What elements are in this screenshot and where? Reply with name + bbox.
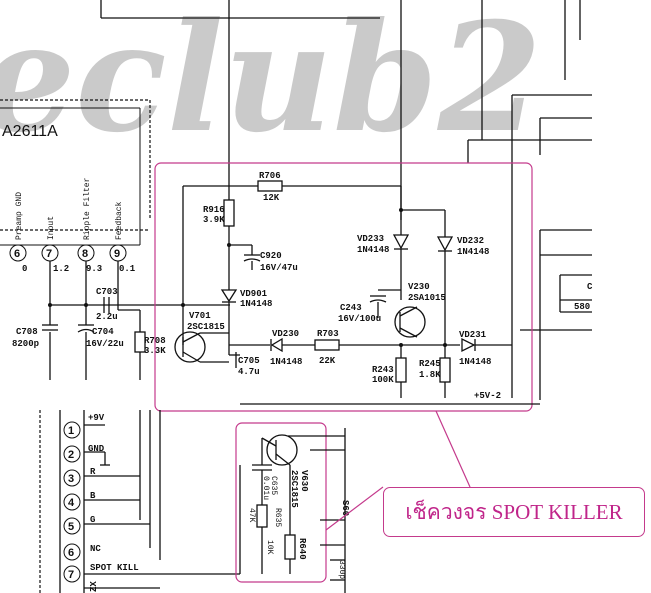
watermark: eclub2	[0, 0, 542, 166]
callout-leader	[435, 410, 471, 488]
connector-pins: 1 2 GND 3 R 4 B 5 G 6 NC 7 SPOT KILL ZX	[63, 421, 139, 592]
supply-label: +5V-2	[474, 391, 501, 401]
vd232-ref: VD232	[457, 236, 484, 246]
r703-ref: R703	[317, 329, 339, 339]
r245-value: 1.8K	[419, 370, 441, 380]
callout-box: เช็ควงจร SPOT KILLER	[383, 487, 645, 537]
ic-pins: 6 0 Preamp GND 7 1.2 Input 8 9.3 Ripple …	[9, 177, 136, 274]
c708-ref: C708	[16, 327, 38, 337]
c708-value: 8200p	[12, 339, 39, 349]
c704-ref: C704	[92, 327, 114, 337]
r706-value: 12K	[263, 193, 280, 203]
connector-pin-7-num: 7	[68, 569, 74, 581]
connector-block	[39, 410, 240, 593]
c920-value: 16V/47u	[260, 263, 298, 273]
v701-ref: V701	[189, 311, 211, 321]
c330-label: 330p	[337, 560, 346, 579]
vd231-ref: VD231	[459, 330, 487, 340]
connector-pin-5-num: 5	[68, 521, 74, 533]
connector-pin-1-num: 1	[68, 425, 74, 437]
connector-pin-6-num: 6	[68, 547, 74, 559]
connector-pin-3-label: R	[90, 467, 96, 477]
r245-ref: R245	[419, 359, 441, 369]
c703-value: 2.2u	[96, 312, 118, 322]
ic-title: A2611A	[2, 123, 58, 140]
ic-pin-wires	[42, 261, 230, 380]
ic-pin-8-label: Ripple Filter	[83, 177, 92, 240]
ic-pin-8-voltage: 9.3	[86, 264, 102, 274]
vd901-value: 1N4148	[240, 299, 272, 309]
vd233-ref: VD233	[357, 234, 384, 244]
connector-top-label: +9V	[88, 413, 105, 423]
ic-pin-8-num: 8	[82, 248, 88, 260]
connector-pin-8-label: ZX	[89, 581, 99, 592]
r916-value: 3.9K	[203, 215, 225, 225]
r243-ref: R243	[372, 365, 394, 375]
highlight-main	[154, 162, 533, 412]
ic-pin-7-voltage: 1.2	[53, 264, 69, 274]
c703-ref: C703	[96, 287, 118, 297]
connector-pin-4-label: B	[90, 491, 96, 501]
c920-ref: C920	[260, 251, 282, 261]
extra-47k-label: 47K	[247, 508, 256, 523]
ic-pin-6-num: 6	[14, 248, 20, 260]
r703-value: 22K	[319, 356, 336, 366]
vd901-ref: VD901	[240, 289, 268, 299]
spot-killer-circuit	[239, 428, 346, 593]
r916-ref: R916	[203, 205, 225, 215]
ic-pin-9-voltage: 0.1	[119, 264, 136, 274]
callout-leader-lower	[325, 486, 384, 531]
ic-pin-9-label: Feedback	[115, 201, 124, 240]
c243-ref: C243	[340, 303, 362, 313]
c705-ref: C705	[238, 356, 260, 366]
right-580-label: 580	[574, 302, 590, 312]
ic-pin-6-voltage: 0	[22, 264, 27, 274]
s60-label: S60	[340, 500, 350, 516]
v230-value: 2SA1015	[408, 293, 446, 303]
ic-pin-9-num: 9	[114, 248, 120, 260]
v230-ref: V230	[408, 282, 430, 292]
r706-ref: R706	[259, 171, 281, 181]
ic-pin-7-num: 7	[46, 248, 52, 260]
vd230-value: 1N4148	[270, 357, 302, 367]
vd231-value: 1N4148	[459, 357, 491, 367]
connector-pin-2-label: GND	[88, 444, 105, 454]
r243-value: 100K	[372, 375, 394, 385]
ic-pin-7-label: Input	[47, 216, 56, 240]
vd232-value: 1N4148	[457, 247, 489, 257]
connector-pin-6-label: NC	[90, 544, 101, 554]
connector-pin-7-label: SPOT KILL	[90, 563, 139, 573]
ic-pin-6-label: Preamp GND	[15, 192, 24, 240]
callout-text: เช็ควงจร SPOT KILLER	[405, 499, 623, 524]
c635-value: 0.01u	[261, 476, 270, 500]
r635-ref: R635	[273, 508, 282, 527]
connector-pin-2-num: 2	[68, 449, 74, 461]
r635-value: 10K	[265, 540, 274, 555]
c704-value: 16V/22u	[86, 339, 124, 349]
r640-ref: R640	[297, 538, 307, 560]
highlight-spot-killer	[235, 422, 327, 583]
v630-value: 2SC1815	[289, 470, 299, 508]
v630-ref: V630	[299, 470, 309, 492]
connector-pin-4-num: 4	[68, 497, 75, 509]
c243-value: 16V/100u	[338, 314, 381, 324]
connector-pin-3-num: 3	[68, 473, 74, 485]
v701-value: 2SC1815	[187, 322, 225, 332]
main-circuit-wires	[174, 180, 540, 405]
top-bus-wires: C 580	[100, 0, 593, 400]
c705-value: 4.7u	[238, 367, 260, 377]
vd230-ref: VD230	[272, 329, 299, 339]
right-c-label: C	[587, 282, 593, 292]
c635-ref: C635	[269, 476, 278, 495]
connector-pin-5-label: G	[90, 515, 95, 525]
vd233-value: 1N4148	[357, 245, 389, 255]
